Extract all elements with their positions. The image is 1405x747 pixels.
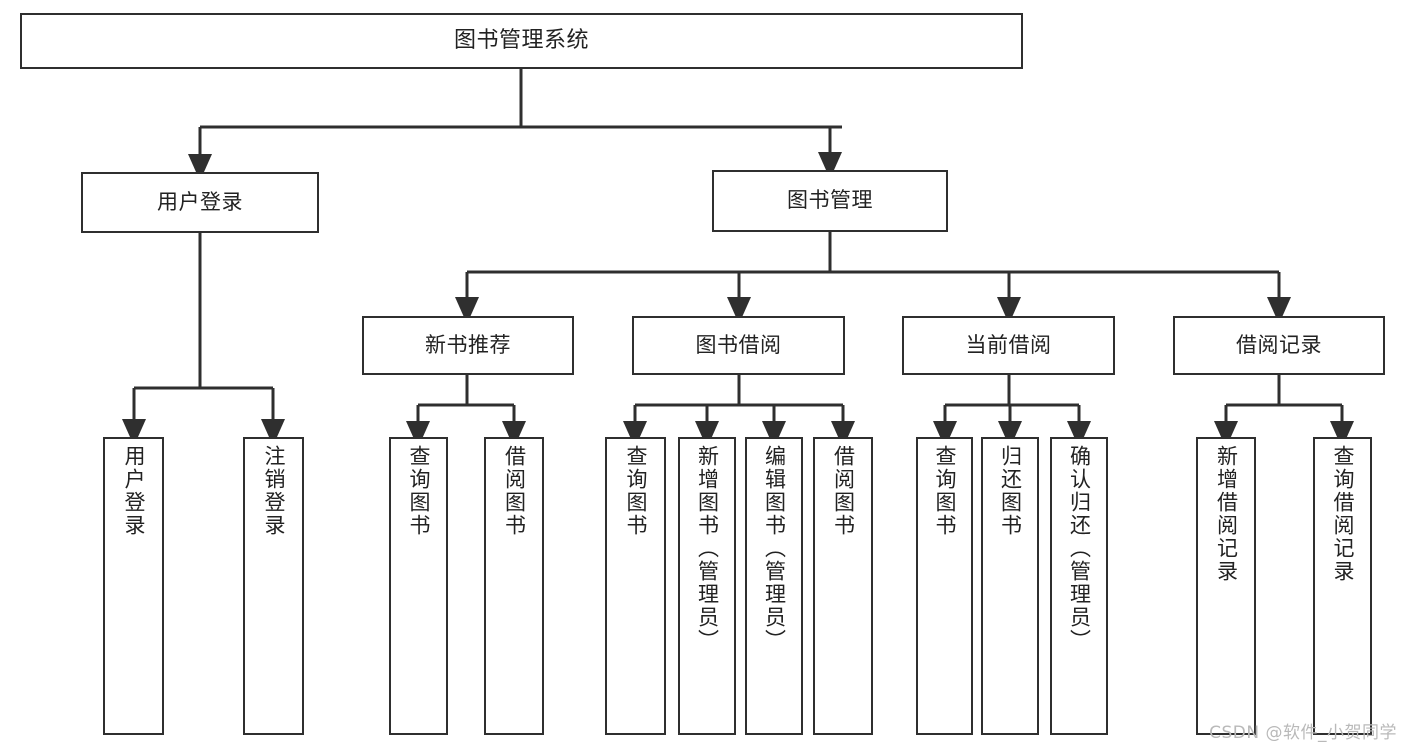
- node-label: 编辑图书（管理员）: [762, 445, 787, 652]
- node-leaf-add-record[interactable]: 新增借阅记录: [1196, 437, 1256, 735]
- node-label: 新增图书（管理员）: [695, 445, 720, 652]
- node-label: 当前借阅: [965, 332, 1052, 357]
- node-book-borrow[interactable]: 图书借阅: [632, 316, 845, 375]
- node-leaf-query-book-brw[interactable]: 查询图书: [605, 437, 666, 735]
- node-label: 图书借阅: [695, 332, 782, 357]
- node-label: 用户登录: [157, 189, 243, 214]
- csdn-watermark: CSDN @软件_小贺同学: [1209, 723, 1397, 743]
- node-label: 用户登录: [121, 445, 146, 537]
- node-leaf-edit-book-admin[interactable]: 编辑图书（管理员）: [745, 437, 803, 735]
- node-label: 查询借阅记录: [1330, 445, 1355, 583]
- node-label: 查询图书: [623, 445, 648, 537]
- node-label: 确认归还（管理员）: [1067, 445, 1092, 652]
- node-leaf-user-login[interactable]: 用户登录: [103, 437, 164, 735]
- node-label: 借阅记录: [1236, 332, 1322, 357]
- node-leaf-borrow-book-brw[interactable]: 借阅图书: [813, 437, 873, 735]
- node-leaf-query-record[interactable]: 查询借阅记录: [1313, 437, 1372, 735]
- node-current-borrow[interactable]: 当前借阅: [902, 316, 1115, 375]
- node-leaf-borrow-book-rec[interactable]: 借阅图书: [484, 437, 544, 735]
- node-leaf-query-book-rec[interactable]: 查询图书: [389, 437, 448, 735]
- node-label: 图书管理系统: [453, 27, 589, 53]
- node-label: 查询图书: [932, 445, 957, 537]
- node-borrow-record[interactable]: 借阅记录: [1173, 316, 1385, 375]
- node-book-manage[interactable]: 图书管理: [712, 170, 948, 232]
- node-label: 查询图书: [406, 445, 431, 537]
- node-label: 借阅图书: [831, 445, 856, 537]
- node-leaf-query-book-cur[interactable]: 查询图书: [916, 437, 973, 735]
- node-leaf-logout[interactable]: 注销登录: [243, 437, 304, 735]
- node-user-login[interactable]: 用户登录: [81, 172, 319, 233]
- node-label: 注销登录: [261, 445, 286, 537]
- node-leaf-add-book-admin[interactable]: 新增图书（管理员）: [678, 437, 736, 735]
- node-label: 新书推荐: [425, 332, 511, 357]
- node-leaf-confirm-return[interactable]: 确认归还（管理员）: [1050, 437, 1108, 735]
- node-root[interactable]: 图书管理系统: [20, 13, 1023, 69]
- node-label: 新增借阅记录: [1214, 445, 1239, 583]
- node-leaf-return-book[interactable]: 归还图书: [981, 437, 1039, 735]
- node-label: 借阅图书: [502, 445, 527, 537]
- node-label: 图书管理: [787, 188, 873, 213]
- node-label: 归还图书: [998, 445, 1023, 537]
- node-new-book-rec[interactable]: 新书推荐: [362, 316, 574, 375]
